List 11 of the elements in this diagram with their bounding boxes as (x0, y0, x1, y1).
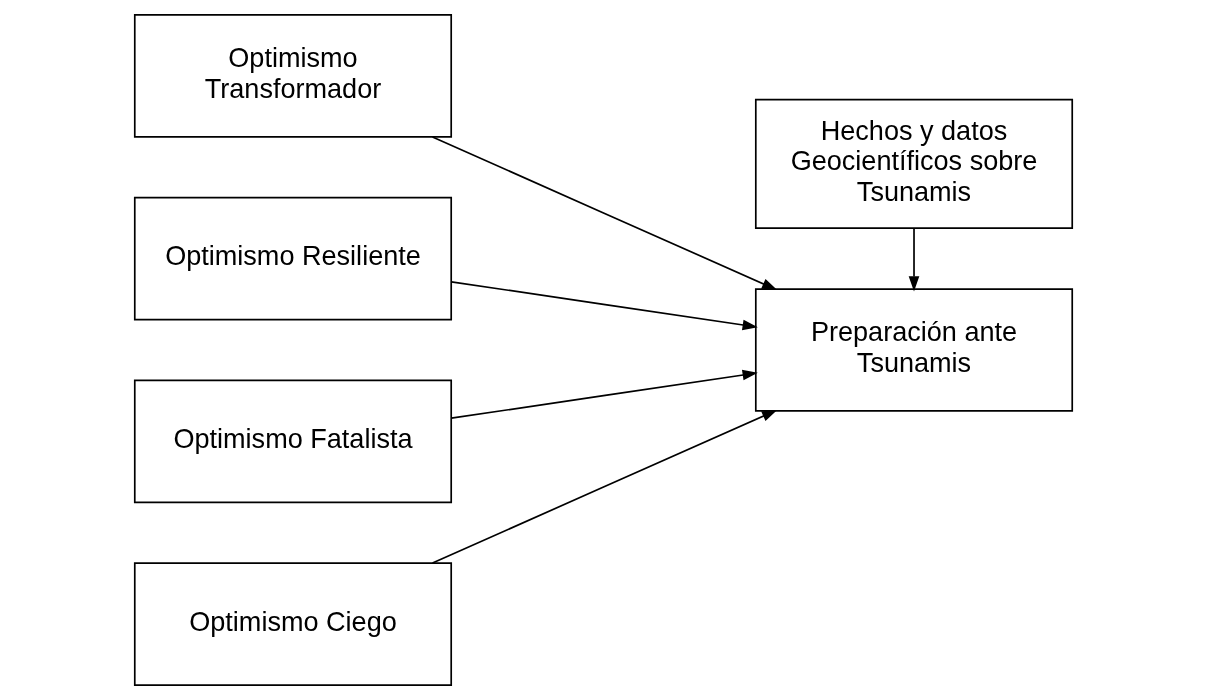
arrow (450, 280, 758, 331)
arrow (450, 369, 758, 420)
arrow (431, 409, 777, 564)
node-box: Optimismo Resiliente (133, 196, 452, 321)
arrow (431, 136, 777, 291)
node-box: Preparación ante Tsunamis (754, 288, 1073, 412)
node-box: Optimismo Ciego (133, 562, 452, 686)
node-box: Optimismo Fatalista (133, 379, 452, 504)
arrow (908, 227, 919, 292)
node-box: Hechos y datos Geocientíficos sobre Tsunamis (754, 98, 1073, 229)
node-box: Optimismo Transformador (133, 14, 452, 138)
